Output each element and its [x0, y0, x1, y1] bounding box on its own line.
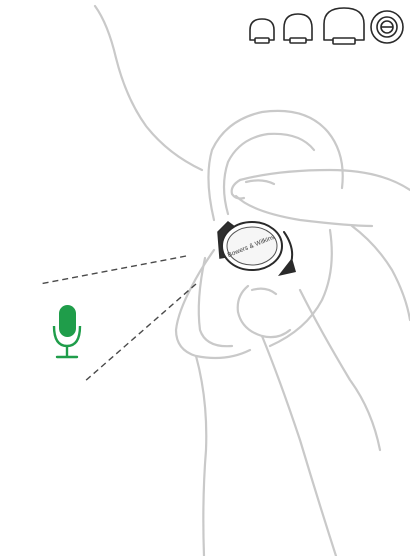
neck-outline [196, 356, 206, 556]
sound-line-lower [84, 284, 196, 382]
antitragus [199, 258, 232, 346]
sound-line-upper [40, 256, 186, 284]
earbud: Bowers & Wilkins [218, 222, 282, 270]
ear-tip-top-view-icon [371, 11, 403, 43]
hand-outline-right [352, 226, 410, 320]
outer-ear [208, 111, 342, 220]
head-outline [95, 6, 202, 170]
microphone-icon [54, 305, 80, 357]
thumb-nail [252, 289, 276, 294]
ear-tip-large-icon [324, 8, 364, 44]
finger-nail [246, 180, 274, 184]
thumb-base [262, 336, 336, 556]
ear-tip-small-icon [250, 19, 274, 43]
ear-tip-sizes [250, 8, 403, 44]
ear-tip-medium-icon [284, 14, 312, 43]
thumb [238, 286, 290, 337]
hand-outline-mid [300, 290, 380, 450]
index-fingertip [232, 180, 244, 199]
